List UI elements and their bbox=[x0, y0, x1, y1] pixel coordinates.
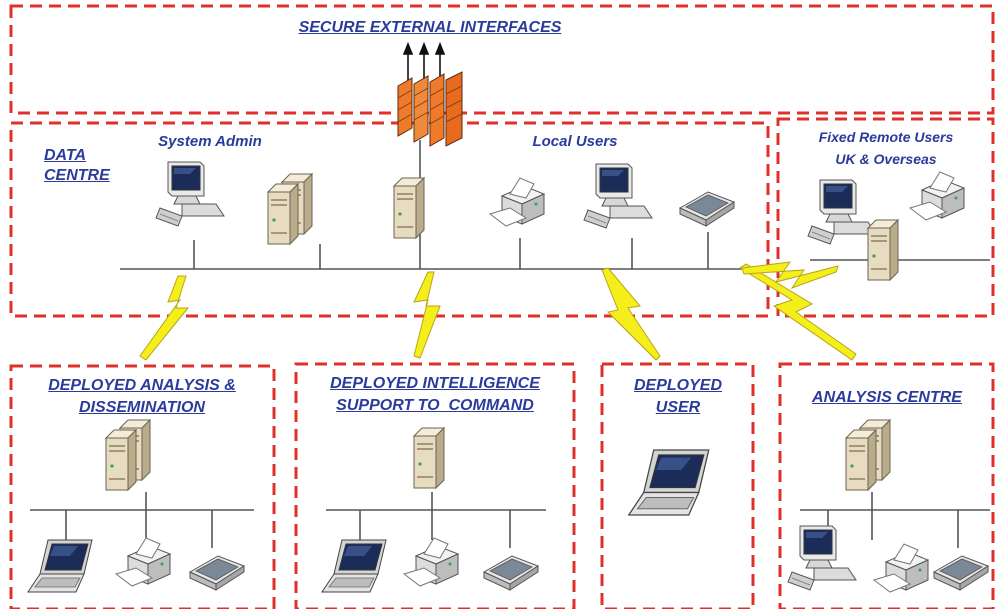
laptop-icon bbox=[321, 539, 387, 593]
scanner-icon bbox=[483, 555, 539, 591]
server-icon bbox=[268, 174, 312, 244]
remote-users-title-line2: UK & Overseas bbox=[835, 151, 937, 167]
printer-icon bbox=[909, 171, 965, 221]
deployed-intel-network-bus bbox=[326, 492, 546, 548]
printer-icon bbox=[115, 537, 171, 587]
workstation-icon bbox=[583, 163, 653, 229]
system-admin-label: System Admin bbox=[158, 133, 262, 150]
lightning-link-icon bbox=[139, 275, 190, 361]
lightning-link-icon bbox=[413, 271, 441, 359]
deployed-user-title-line1: DEPLOYED bbox=[633, 377, 722, 394]
zone-remote-users bbox=[776, 117, 995, 318]
lightning-link-icon bbox=[739, 263, 857, 361]
zone-deployed-intel bbox=[294, 362, 576, 609]
local-users-label: Local Users bbox=[532, 133, 618, 150]
zone-deployed-analysis bbox=[9, 364, 276, 609]
lightning-link-icon bbox=[601, 267, 661, 361]
workstation-icon bbox=[155, 161, 225, 227]
deployed-intel-title-line1: DEPLOYED INTELLIGENCE bbox=[330, 375, 540, 392]
remote-users-title-line1: Fixed Remote Users bbox=[818, 129, 954, 145]
lightning-link-icon bbox=[741, 261, 839, 289]
printer-icon bbox=[403, 537, 459, 587]
zone-deployed-user bbox=[600, 362, 755, 609]
scanner-icon bbox=[189, 555, 245, 591]
deployed-user-title-line2: USER bbox=[655, 399, 701, 416]
scanner-icon bbox=[679, 191, 735, 227]
deployed-analysis-title-line2: DISSEMINATION bbox=[79, 399, 205, 416]
data-centre-title-line2: CENTRE bbox=[44, 167, 110, 184]
deployed-analysis-title-line1: DEPLOYED ANALYSIS & bbox=[48, 377, 236, 394]
server-icon bbox=[413, 427, 445, 489]
server-icon bbox=[846, 420, 890, 490]
printer-icon bbox=[873, 543, 929, 593]
server-icon bbox=[393, 177, 425, 239]
zone-analysis-centre bbox=[778, 362, 995, 609]
printer-icon bbox=[489, 177, 545, 227]
secure-external-title: SECURE EXTERNAL INTERFACES bbox=[298, 19, 562, 36]
zone-data-centre bbox=[9, 121, 770, 318]
workstation-icon bbox=[807, 179, 877, 245]
deployed-analysis-network-bus bbox=[30, 492, 254, 548]
deployed-intel-title-line2: SUPPORT TO COMMAND bbox=[336, 397, 534, 414]
scanner-icon bbox=[933, 555, 989, 591]
data-centre-title-line1: DATA bbox=[44, 147, 87, 164]
laptop-icon bbox=[27, 539, 93, 593]
zone-secure-external bbox=[9, 4, 995, 115]
analysis-centre-title: ANALYSIS CENTRE bbox=[812, 389, 962, 406]
server-icon bbox=[106, 420, 150, 490]
workstation-icon bbox=[787, 525, 857, 591]
analysis-centre-network-bus bbox=[800, 492, 990, 548]
server-icon bbox=[867, 219, 899, 281]
laptop-icon bbox=[628, 449, 710, 516]
firewall-icon bbox=[397, 41, 463, 147]
